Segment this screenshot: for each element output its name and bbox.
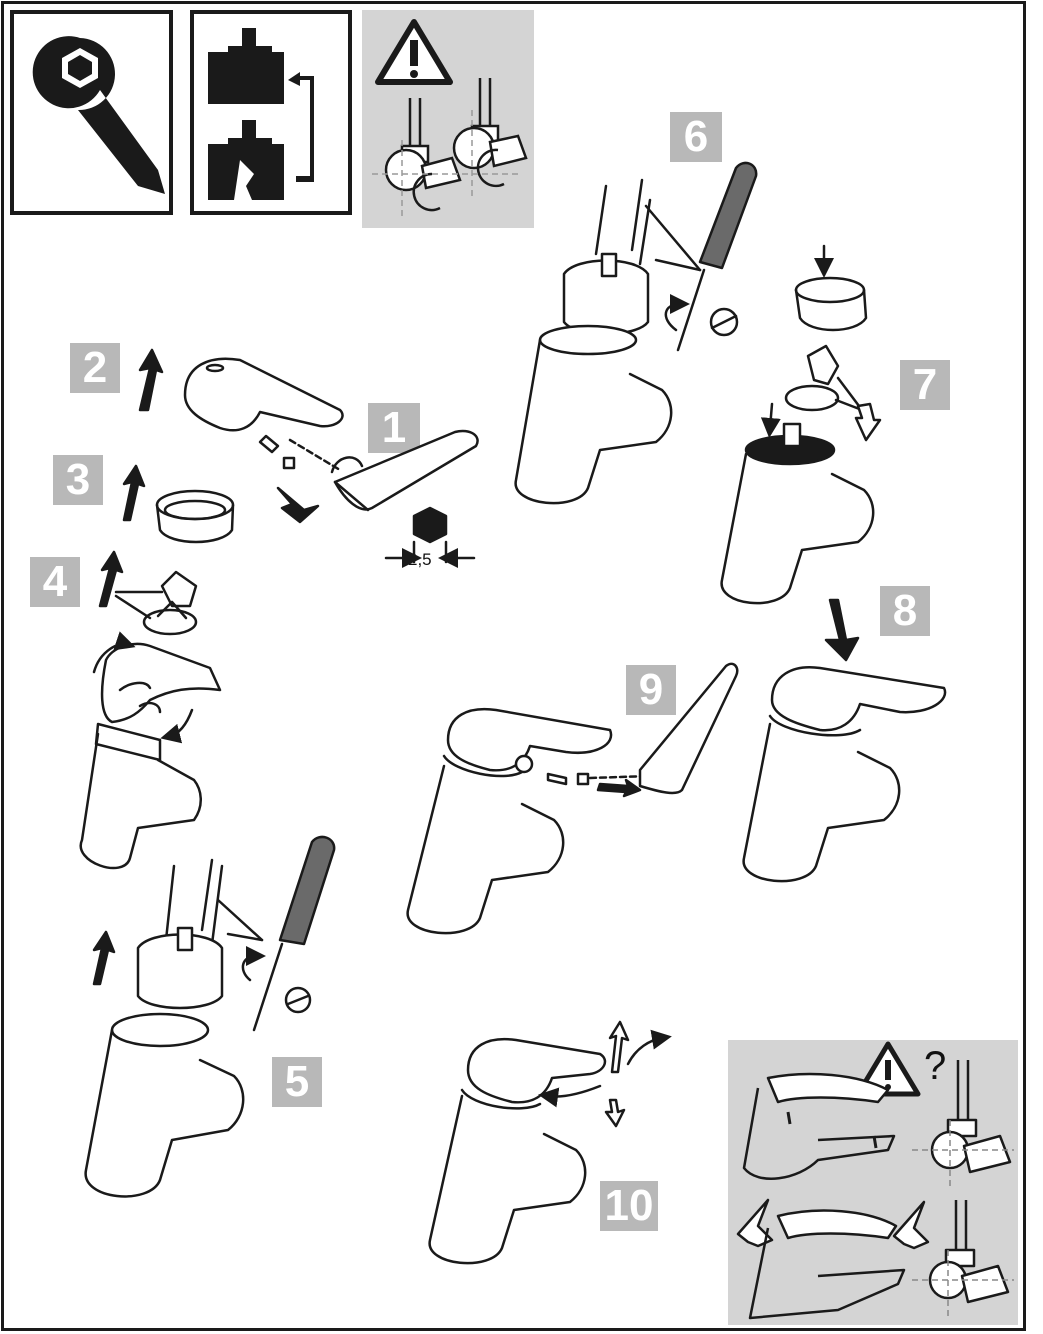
step-6-cartridge-install	[516, 163, 757, 503]
step-2-lever	[140, 350, 343, 430]
leak-check-drawing	[728, 1040, 1018, 1325]
thumbs-up-icon	[894, 1202, 928, 1248]
arrow-down-icon	[826, 600, 858, 660]
step-10-function-check	[430, 1022, 662, 1263]
leak-check-panel: ?	[728, 1040, 1018, 1325]
hex-icon	[414, 508, 446, 542]
rotate-arrow-icon	[243, 956, 256, 980]
rotate-arrow-icon	[666, 304, 680, 330]
step-7-reassemble	[722, 246, 880, 603]
rotate-arrow-icon	[332, 457, 362, 472]
step-8-lever-on	[744, 600, 945, 881]
arrow-down-icon	[278, 488, 318, 522]
arrow-up-icon	[94, 932, 114, 984]
step-3-cap	[124, 466, 233, 542]
arrow-left-icon	[598, 780, 640, 796]
question-mark: ?	[924, 1044, 946, 1089]
step-5-cartridge-removal	[86, 837, 335, 1196]
arrow-up-icon	[124, 466, 144, 520]
hand-cartridge-faucet	[81, 644, 220, 868]
step-1-hex-key	[260, 431, 478, 562]
arrow-up-icon	[140, 350, 162, 410]
step-9-screw-in	[408, 664, 738, 933]
step-4-adapters	[100, 552, 196, 634]
